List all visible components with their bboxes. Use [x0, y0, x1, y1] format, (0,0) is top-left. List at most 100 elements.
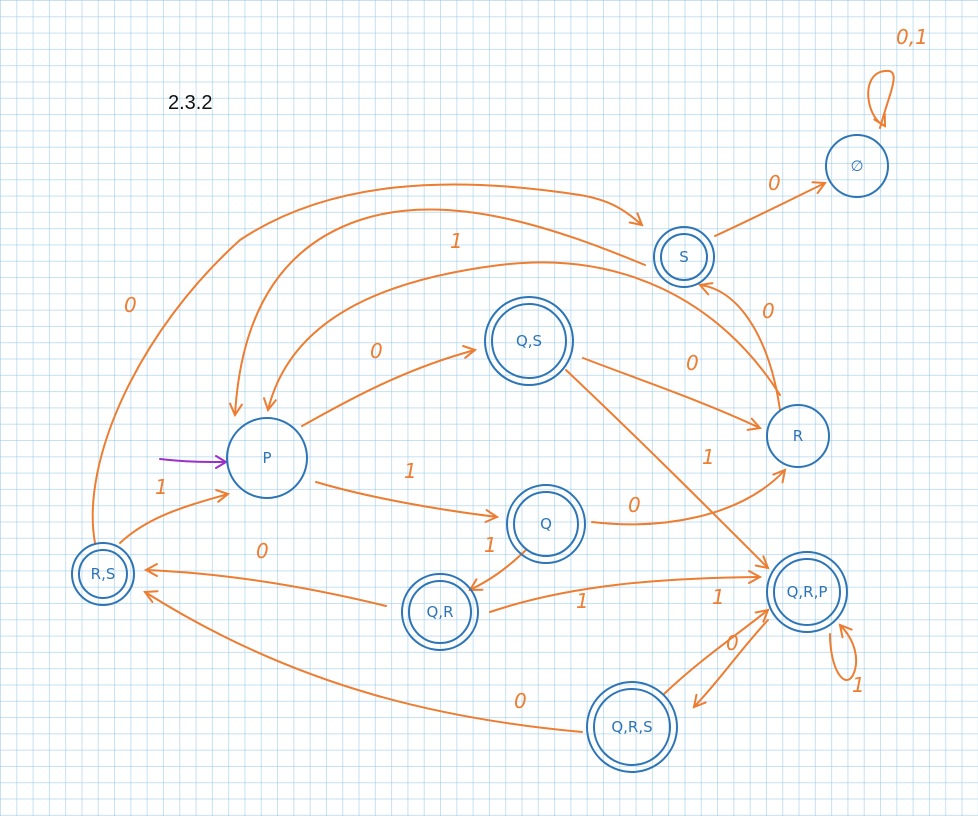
state-circle [226, 417, 308, 499]
transition-line [469, 549, 527, 591]
arrowhead [746, 417, 762, 431]
edge-qrs-to-qrp: 1 [663, 585, 770, 695]
edge-qrp-to-qrp: 1 [829, 623, 865, 697]
edge-r-to-s: 0 [698, 282, 781, 411]
transition-line [591, 469, 786, 526]
arrowhead [754, 555, 770, 570]
transition-line [489, 576, 761, 613]
state-label: P [262, 449, 271, 467]
start-arrow-line [159, 458, 227, 463]
state-circle [506, 484, 586, 564]
transition-label: 0 [628, 493, 641, 517]
transition-label: 0 [514, 689, 527, 713]
start-arrow [159, 455, 228, 469]
state-qs: Q,S [484, 296, 574, 386]
arrowhead [754, 608, 770, 623]
transition-label: 0,1 [896, 25, 928, 49]
arrowhead [628, 212, 644, 227]
transition-label: 0 [256, 539, 269, 563]
arrowhead [228, 402, 243, 418]
transition-label: 1 [712, 585, 725, 609]
transition-line [867, 69, 895, 129]
transition-label: 1 [450, 229, 463, 253]
edge-empty-to-empty: 0,1 [867, 25, 928, 129]
state-empty: ∅ [825, 134, 889, 198]
arrowhead [263, 397, 277, 413]
transition-line [234, 208, 646, 416]
edge-q-to-qr: 1 [468, 533, 527, 592]
transition-line [565, 369, 769, 569]
start-arrowhead [215, 455, 228, 469]
arrowhead [462, 345, 478, 359]
state-circle [825, 134, 889, 198]
transition-label: 0 [726, 631, 739, 655]
accepting-ring [660, 233, 708, 281]
state-qrp: Q,R,P [766, 551, 848, 633]
transition-line [301, 349, 476, 427]
state-circle [766, 404, 830, 468]
state-label: S [679, 248, 689, 266]
transition-line [699, 284, 781, 411]
page-title: 2.3.2 [168, 92, 213, 114]
transition-label: 0 [686, 351, 699, 375]
transition-label: 1 [155, 475, 168, 499]
state-circle [653, 226, 715, 288]
edge-qr-to-qrp: 1 [489, 570, 763, 613]
state-label: R,S [91, 565, 116, 583]
transition-line [315, 481, 498, 518]
edge-qs-to-r: 0 [582, 351, 762, 431]
transition-line [663, 609, 769, 695]
transition-label: 1 [702, 445, 715, 469]
arrowhead [484, 509, 500, 524]
transition-line [714, 182, 826, 237]
state-label: Q [540, 515, 552, 533]
arrowhead [143, 563, 158, 577]
state-circle [71, 542, 135, 606]
state-label: Q,R [427, 603, 454, 621]
state-label: Q,R,P [787, 583, 828, 601]
arrowhead [748, 570, 763, 584]
transition-line [145, 569, 387, 607]
arrowhead [873, 112, 887, 128]
transition-line [91, 183, 643, 544]
arrowhead [215, 489, 231, 503]
state-r: R [766, 404, 830, 468]
accepting-ring [491, 303, 567, 379]
state-p: P [226, 417, 308, 499]
transition-label: 0 [370, 339, 383, 363]
arrowhead [698, 282, 714, 296]
edge-r-to-p [263, 261, 781, 413]
edge-rs-to-p: 1 [119, 475, 231, 544]
transition-label: 1 [576, 589, 589, 613]
state-label: Q,S [516, 332, 542, 350]
edge-qr-to-rs: 0 [143, 539, 387, 607]
arrowhead [772, 468, 787, 484]
edge-qrs-to-rs: 0 [143, 590, 583, 733]
edge-qrp-to-qrs: 0 [692, 619, 769, 709]
arrowhead [692, 693, 707, 709]
state-label: Q,R,S [611, 718, 652, 736]
states-layer: P S ∅ Q,S R Q R,S Q,R Q,R,P Q,R,S [71, 134, 889, 773]
transition-label: 1 [484, 533, 497, 557]
state-circle [484, 296, 574, 386]
transition-line [693, 619, 769, 708]
accepting-ring [78, 549, 128, 599]
state-circle [586, 681, 678, 773]
edge-p-to-qs: 0 [301, 339, 478, 427]
state-qrs: Q,R,S [586, 681, 678, 773]
edge-s-to-p: 1 [228, 208, 646, 418]
accepting-ring [408, 580, 472, 644]
state-qr: Q,R [401, 573, 479, 651]
state-s: S [653, 226, 715, 288]
edge-p-to-q: 1 [315, 459, 500, 524]
state-q: Q [506, 484, 586, 564]
state-circle [766, 551, 848, 633]
state-label: ∅ [850, 157, 863, 175]
transition-label: 1 [852, 673, 865, 697]
transition-line [267, 261, 781, 411]
arrowhead [838, 623, 853, 639]
edge-q-to-r: 0 [591, 468, 787, 526]
transition-line [829, 624, 858, 682]
transition-line [582, 357, 761, 429]
